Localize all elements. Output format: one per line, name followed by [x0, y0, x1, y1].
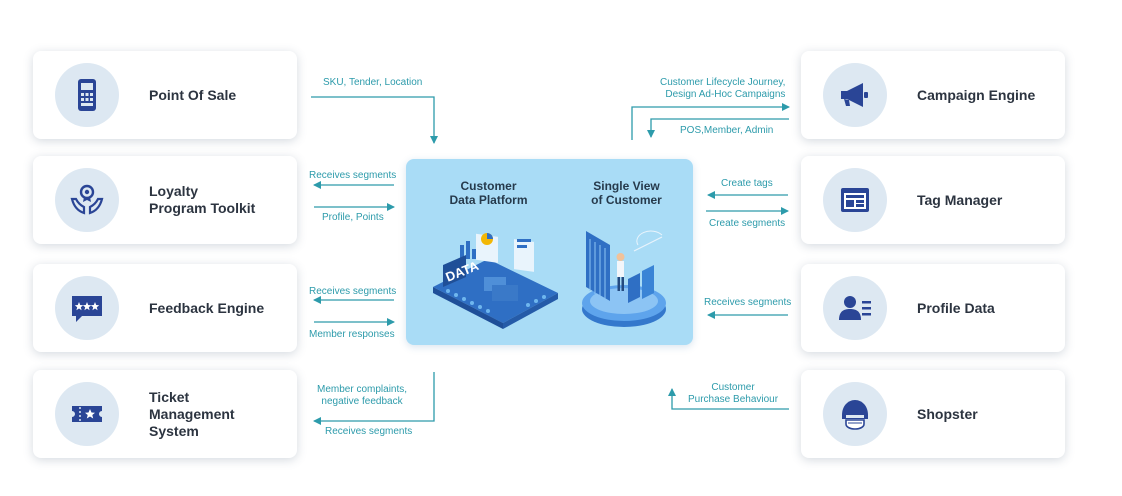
card-tag-manager[interactable]: Tag Manager [801, 156, 1065, 244]
single-view-illustration [582, 230, 666, 327]
card-point-of-sale[interactable]: Point Of Sale [33, 51, 297, 139]
card-profile-data[interactable]: Profile Data [801, 264, 1065, 352]
card-label: Shopster [917, 405, 978, 422]
ticket-icon [55, 382, 119, 446]
card-label: Campaign Engine [917, 86, 1036, 103]
flow-label-campaign-out: Customer Lifecycle Journey, Design Ad-Ho… [660, 77, 786, 100]
helmet-mask-icon [823, 382, 887, 446]
browser-window-icon [823, 168, 887, 232]
card-campaign-engine[interactable]: Campaign Engine [801, 51, 1065, 139]
flow-label-shopster: Customer Purchase Behaviour [688, 382, 779, 405]
pos-terminal-icon [55, 63, 119, 127]
single-view-title: Single View of Customer [591, 179, 662, 207]
flow-label-tag-in: Create tags [721, 178, 773, 189]
flow-label-pos: SKU, Tender, Location [323, 77, 423, 88]
card-loyalty-program-toolkit[interactable]: Loyalty Program Toolkit [33, 156, 297, 244]
pos-to-cdp-arrow [311, 96, 438, 144]
user-profile-icon [823, 276, 887, 340]
megaphone-icon [823, 63, 887, 127]
loyalty-hands-icon [55, 168, 119, 232]
flow-label-tag-out: Create segments [709, 218, 786, 229]
flow-label-ticket-sends: Member complaints, negative feedback [317, 384, 408, 407]
data-platform-illustration: DATA [433, 233, 558, 329]
customer-data-platform-panel[interactable]: Customer Data Platform Single View of Cu… [406, 159, 693, 345]
card-label: Ticket Management System [149, 388, 235, 439]
card-ticket-management-system[interactable]: Ticket Management System [33, 370, 297, 458]
flow-label-campaign-in: POS,Member, Admin [680, 125, 774, 136]
cdp-title: Customer Data Platform [449, 179, 528, 207]
flow-label-feedback-sends: Member responses [309, 329, 395, 340]
flow-label-ticket-receives: Receives segments [325, 426, 413, 437]
feedback-stars-icon [55, 276, 119, 340]
flow-label-feedback-receives: Receives segments [309, 286, 397, 297]
ticket-link-arrow [313, 372, 435, 425]
card-feedback-engine[interactable]: Feedback Engine [33, 264, 297, 352]
shopster-arrow [668, 388, 789, 410]
flow-label-profile: Receives segments [704, 297, 792, 308]
campaign-out-arrow [631, 103, 790, 140]
flow-label-loyalty-sends: Profile, Points [322, 212, 384, 223]
flow-label-loyalty-receives: Receives segments [309, 170, 397, 181]
card-label: Tag Manager [917, 191, 1003, 208]
campaign-in-arrow [647, 118, 789, 138]
card-shopster[interactable]: Shopster [801, 370, 1065, 458]
card-label: Profile Data [917, 299, 995, 316]
card-label: Point Of Sale [149, 86, 237, 103]
card-label: Feedback Engine [149, 299, 265, 316]
card-label: Loyalty Program Toolkit [149, 183, 256, 216]
